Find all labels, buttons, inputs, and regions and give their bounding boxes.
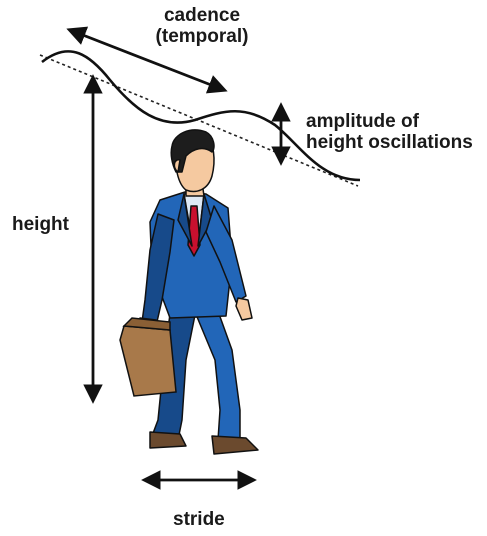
amplitude-label-line1: amplitude of xyxy=(306,111,419,132)
cadence-arrow xyxy=(66,26,228,94)
cadence-label-line1: cadence xyxy=(163,5,241,26)
stride-label: stride xyxy=(173,509,225,530)
cadence-label: cadence (temporal) xyxy=(142,5,262,47)
height-label: height xyxy=(12,214,69,235)
cadence-label-line2: (temporal) xyxy=(155,26,249,47)
walking-businessman-figure xyxy=(139,129,259,455)
amplitude-label-line2: height oscillations xyxy=(306,132,473,153)
amplitude-label: amplitude of height oscillations xyxy=(306,111,473,153)
briefcase-icon xyxy=(119,317,177,397)
